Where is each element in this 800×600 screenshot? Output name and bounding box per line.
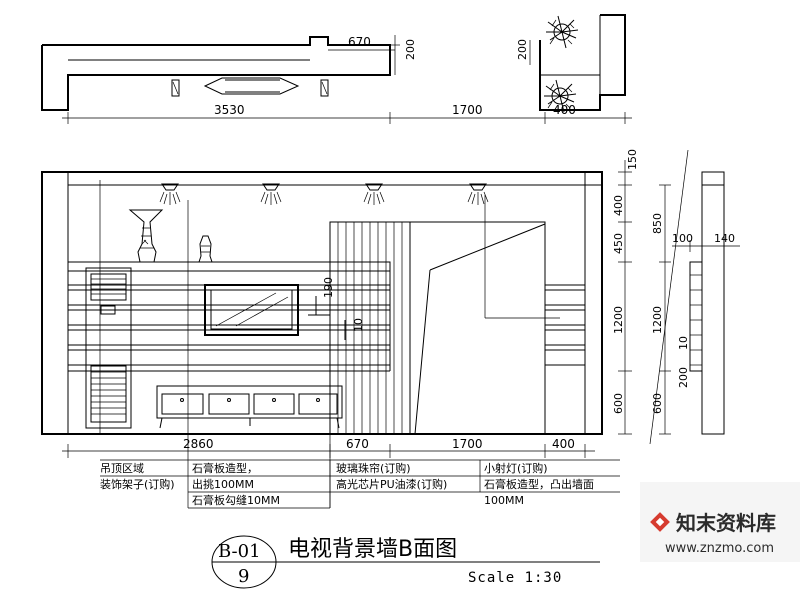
- plan-wall-outline: [41, 36, 391, 111]
- wall-stripes: [68, 284, 390, 372]
- spotlight-icon: [467, 183, 489, 205]
- bead-curtain: [329, 221, 411, 435]
- watermark: 知末资料库 www.znzmo.com: [640, 482, 800, 562]
- vase-icon: [128, 209, 164, 263]
- drawing-title: 电视背景墙B面图: [288, 537, 457, 562]
- section-dim-600: 600: [651, 393, 664, 414]
- section-dim-100: 100: [672, 232, 693, 245]
- note-gypsum-protrude: 石膏板造型，凸出墙面: [484, 477, 594, 491]
- elevation-frame: [41, 171, 603, 435]
- section-dim-140: 140: [714, 232, 735, 245]
- elevation-dim-150: 150: [626, 149, 639, 170]
- angled-panel: [410, 221, 546, 434]
- sheet-number: 9: [238, 566, 249, 587]
- note-bead-curtain: 玻璃珠帘(订购): [336, 461, 411, 475]
- elevation-dim-1200: 1200: [612, 306, 625, 334]
- wall-stripes-right: [545, 284, 585, 366]
- note-spotlight: 小射灯(订购): [484, 461, 548, 475]
- elevation-dim-1700: 1700: [452, 437, 483, 451]
- plan-dim-400: 400: [553, 103, 576, 117]
- plan-dim-200-b: 200: [516, 39, 529, 60]
- section-dim-10: 10: [677, 336, 690, 350]
- watermark-brand: 知末资料库: [676, 511, 776, 535]
- plan-speaker-left: [171, 79, 180, 97]
- elevation-dim-670: 670: [346, 437, 369, 451]
- elevation-dim-450: 450: [612, 233, 625, 254]
- note-overhang: 出挑100MM: [192, 477, 254, 491]
- elevation-dim-10: 10: [352, 318, 365, 332]
- plan-tv-symbol: [203, 77, 300, 95]
- drawing-scale: Scale 1:30: [468, 570, 562, 586]
- brand-logo-icon: [650, 512, 670, 532]
- plant-icon: [544, 79, 577, 113]
- plan-dim-1700: 1700: [452, 103, 483, 117]
- figurine-icon: [198, 235, 213, 263]
- note-ceiling-area: 吊顶区域: [100, 462, 144, 475]
- title-block: B-01 9 电视背景墙B面图 Scale 1:30: [211, 535, 600, 589]
- plant-icon: [546, 15, 579, 49]
- section-view: 850 1200 200 600 10 100 140: [649, 149, 740, 445]
- plan-dim-3530: 3530: [214, 103, 245, 117]
- plan-speaker-right: [320, 79, 329, 97]
- elevation-dim-2860: 2860: [183, 437, 214, 451]
- elevation-view: 190 10: [41, 149, 639, 508]
- plan-view: 670 200 200 3530 1700 400: [41, 14, 632, 124]
- drawing-code: B-01: [218, 541, 261, 562]
- plan-dim-670: 670: [348, 35, 371, 49]
- section-dim-1200: 1200: [651, 306, 664, 334]
- display-shelf: [67, 261, 391, 272]
- note-pu-paint: 高光芯片PU油漆(订购): [336, 477, 447, 491]
- spotlight-icon: [159, 183, 181, 205]
- elevation-dim-600: 600: [612, 393, 625, 414]
- tv-screen: [204, 284, 299, 336]
- elevation-dim-400-b: 400: [552, 437, 575, 451]
- note-decor-shelf: 装饰架子(订购): [100, 477, 175, 491]
- tv-cabinet: [156, 385, 343, 429]
- section-dim-200: 200: [677, 367, 690, 388]
- note-100mm: 100MM: [484, 494, 524, 507]
- note-gypsum-shape: 石膏板造型，: [192, 461, 258, 475]
- notes-table: 吊顶区域 装饰架子(订购) 石膏板造型， 出挑100MM 石膏板勾缝10MM 玻…: [100, 459, 620, 509]
- spotlight-icon: [260, 183, 282, 205]
- elevation-dim-400: 400: [612, 195, 625, 216]
- watermark-url: www.znzmo.com: [665, 541, 774, 556]
- plan-dim-200-a: 200: [404, 39, 417, 60]
- elevation-dim-190: 190: [322, 277, 335, 298]
- section-dim-850: 850: [651, 213, 664, 234]
- note-gypsum-joint: 石膏板勾缝10MM: [192, 493, 280, 507]
- spotlight-icon: [363, 183, 385, 205]
- air-conditioner-cabinet: [85, 267, 132, 429]
